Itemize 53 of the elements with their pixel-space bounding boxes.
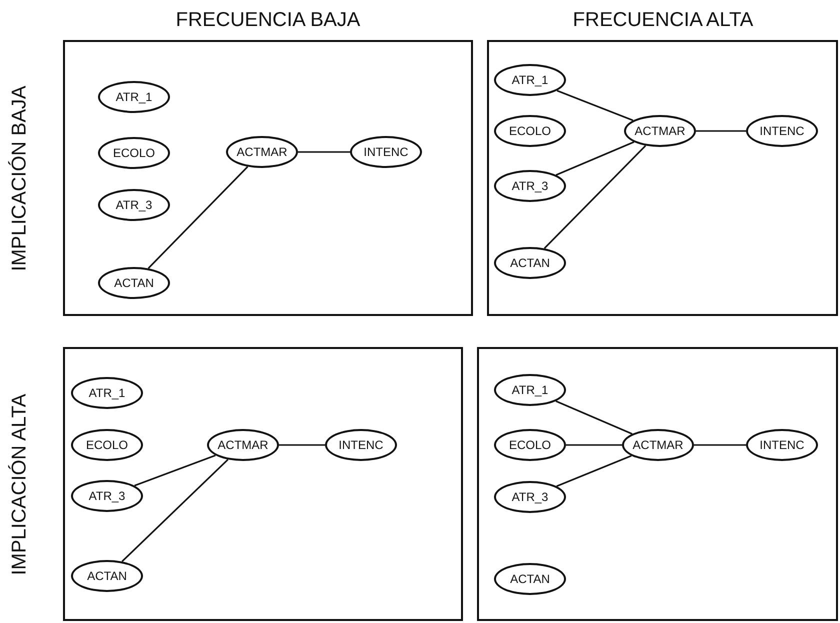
variable-name: INTENC xyxy=(364,145,408,159)
connector-line xyxy=(566,444,622,446)
variable-name: ECOLO xyxy=(112,146,155,160)
variable-name: ATR_3 xyxy=(512,490,548,504)
variable-name: ATR_1 xyxy=(88,386,126,400)
variable-ellipse xyxy=(494,374,566,406)
variable-name: ACTAN xyxy=(87,569,127,583)
variable-name: ECOLO xyxy=(508,124,551,138)
variable-name: ACTMAR xyxy=(632,438,684,452)
variable-name: ACTMAR xyxy=(236,145,288,159)
connector-line xyxy=(298,151,350,153)
variable-ellipse xyxy=(622,429,694,461)
variable-name: ECOLO xyxy=(508,438,551,452)
connector-line xyxy=(544,145,646,249)
variable-ellipse xyxy=(624,115,696,147)
row-heading: IMPLICACIÓN ALTA xyxy=(8,393,32,575)
column-heading: FRECUENCIA ALTA xyxy=(572,8,754,32)
variable-name: INTENC xyxy=(338,438,384,452)
variable-name: INTENC xyxy=(760,124,804,138)
variable-name: ACTMAR xyxy=(634,124,686,138)
variable-ellipse xyxy=(494,170,566,202)
variable-ellipse xyxy=(207,429,279,461)
connector-line xyxy=(134,454,216,486)
variable-ellipse xyxy=(494,64,566,96)
connector-line xyxy=(148,166,248,269)
variable-name: ACTAN xyxy=(114,276,154,290)
connector-line xyxy=(694,444,746,446)
variable-ellipse xyxy=(71,480,143,512)
variable-name: ATR_3 xyxy=(512,179,548,193)
variable-name: ATR_1 xyxy=(116,90,152,104)
connector-line xyxy=(556,455,632,487)
panel-frame xyxy=(487,40,838,316)
connector-line xyxy=(122,458,228,562)
variable-name: ATR_1 xyxy=(512,73,548,87)
connector-line xyxy=(556,141,634,176)
variable-name: ACTMAR xyxy=(218,438,268,452)
connector-line xyxy=(556,400,632,435)
panel-frame xyxy=(477,347,838,621)
connector-line xyxy=(696,130,746,132)
variable-ellipse xyxy=(494,481,566,513)
variable-name: ECOLO xyxy=(86,438,128,452)
connector-line xyxy=(279,444,325,446)
panel-frame xyxy=(63,347,463,621)
column-heading: FRECUENCIA BAJA xyxy=(176,8,360,32)
variable-name: ATR_3 xyxy=(88,489,126,503)
variable-name: INTENC xyxy=(760,438,804,452)
variable-name: ATR_1 xyxy=(512,383,548,397)
panel-frame xyxy=(63,40,473,316)
connector-line xyxy=(556,90,634,122)
variable-name: ACTAN xyxy=(510,572,550,586)
variable-name: ACTAN xyxy=(510,256,550,270)
variable-name: ATR_3 xyxy=(116,198,152,212)
row-heading: IMPLICACIÓN BAJA xyxy=(8,85,32,271)
